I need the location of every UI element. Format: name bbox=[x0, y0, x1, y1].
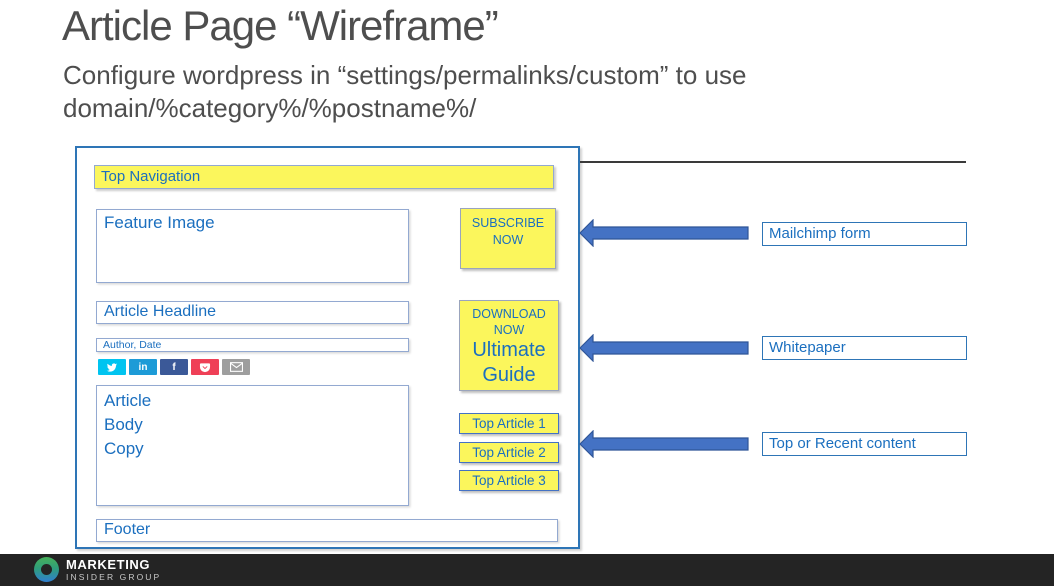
twitter-bird-glyph bbox=[106, 362, 118, 373]
mailchimp-arrow-icon bbox=[579, 219, 749, 247]
article-body-box: Article Body Copy bbox=[96, 385, 409, 506]
divider-line bbox=[580, 161, 966, 163]
logo-secondary-text: INSIDER GROUP bbox=[66, 572, 161, 582]
top-article-1-link[interactable]: Top Article 1 bbox=[459, 413, 559, 434]
download-now-button[interactable]: DOWNLOAD NOW Ultimate Guide bbox=[459, 300, 559, 391]
social-share-row: in f bbox=[98, 359, 250, 375]
twitter-icon[interactable] bbox=[98, 359, 126, 375]
top-article-2-link[interactable]: Top Article 2 bbox=[459, 442, 559, 463]
page-title: Article Page “Wireframe” bbox=[62, 2, 498, 50]
facebook-icon[interactable]: f bbox=[160, 359, 188, 375]
top-navigation-bar[interactable]: Top Navigation bbox=[94, 165, 554, 189]
feature-image-box: Feature Image bbox=[96, 209, 409, 283]
email-icon[interactable] bbox=[222, 359, 250, 375]
brand-footer-bar: MARKETING INSIDER GROUP bbox=[0, 554, 1054, 586]
download-cta-text: DOWNLOAD NOW bbox=[460, 306, 558, 338]
page-subtitle: Configure wordpress in “settings/permali… bbox=[63, 59, 747, 125]
footer-box: Footer bbox=[96, 519, 558, 542]
mailchimp-form-label: Mailchimp form bbox=[762, 222, 967, 246]
whitepaper-label: Whitepaper bbox=[762, 336, 967, 360]
envelope-glyph bbox=[230, 362, 243, 372]
top-article-3-link[interactable]: Top Article 3 bbox=[459, 470, 559, 491]
logo-primary-text: MARKETING bbox=[66, 557, 150, 572]
top-or-recent-content-label: Top or Recent content bbox=[762, 432, 967, 456]
pocket-icon[interactable] bbox=[191, 359, 219, 375]
wireframe-frame: Top Navigation Feature Image SUBSCRIBE N… bbox=[75, 146, 580, 549]
author-date-box: Author, Date bbox=[96, 338, 409, 352]
linkedin-icon[interactable]: in bbox=[129, 359, 157, 375]
article-headline-box: Article Headline bbox=[96, 301, 409, 324]
top-content-arrow-icon bbox=[579, 430, 749, 458]
marketing-insider-group-logo-icon bbox=[34, 557, 59, 582]
whitepaper-arrow-icon bbox=[579, 334, 749, 362]
ultimate-guide-text: Ultimate Guide bbox=[460, 338, 558, 388]
pocket-glyph bbox=[199, 362, 211, 373]
subscribe-now-button[interactable]: SUBSCRIBE NOW bbox=[460, 208, 556, 269]
